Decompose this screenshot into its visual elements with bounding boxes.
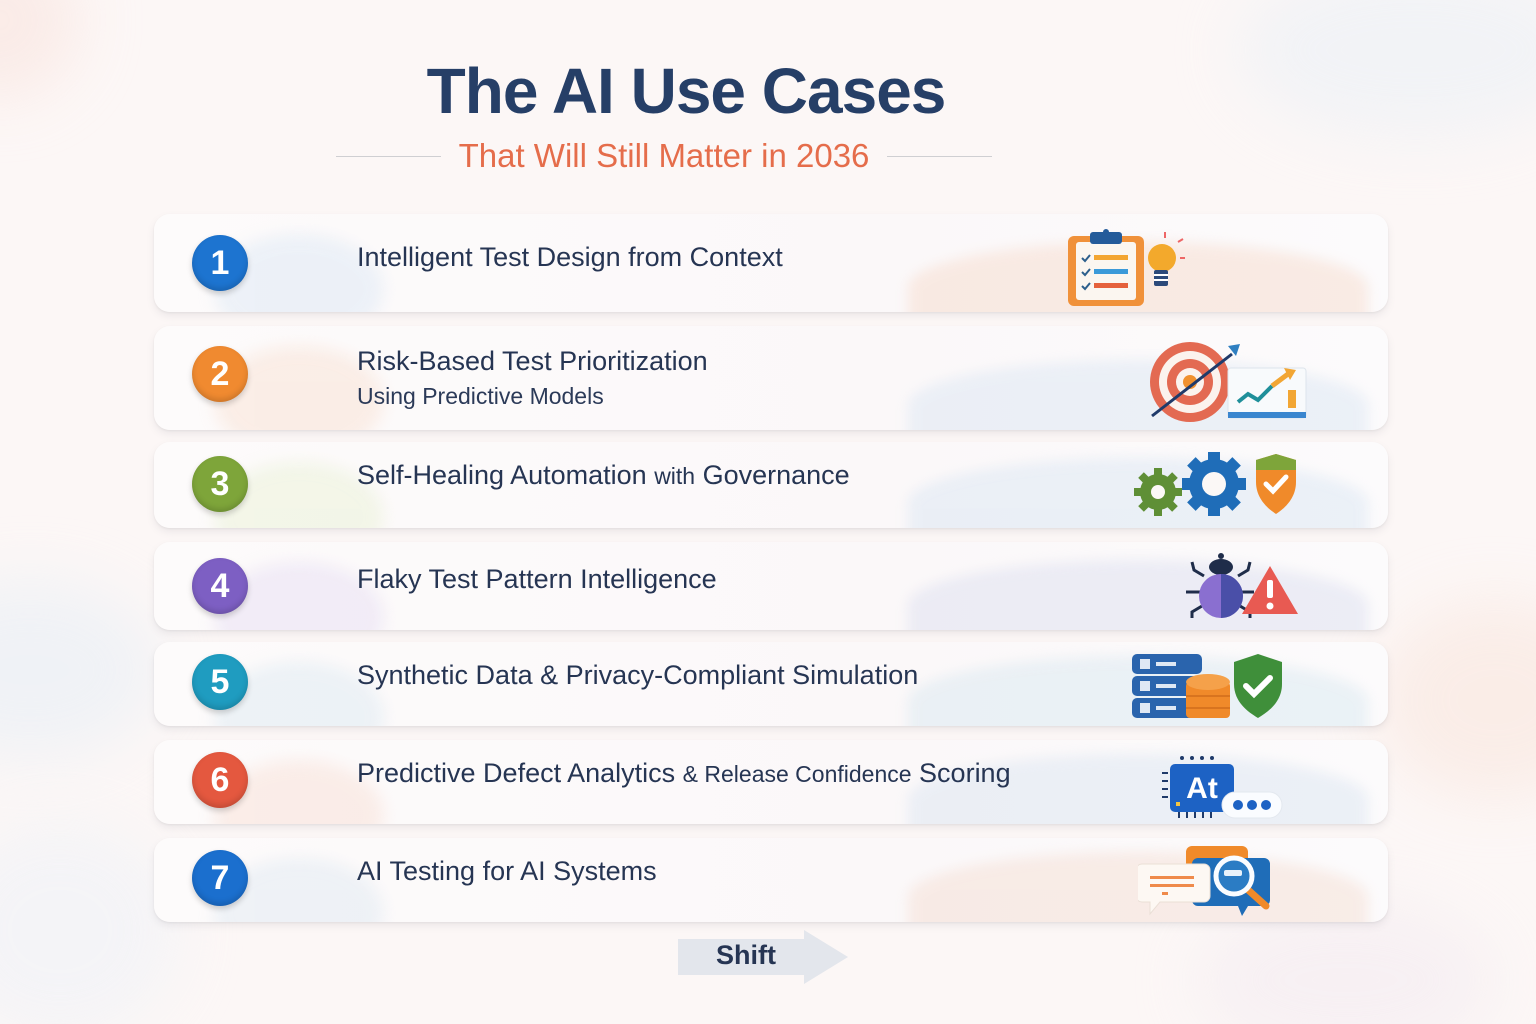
page-title: The AI Use Cases [426,55,947,127]
use-case-card-6: 6 Predictive Defect Analytics & Release … [154,740,1388,824]
use-case-title-connector: & Release Confidence [682,761,912,787]
clipboard-lightbulb-icon [1066,228,1186,312]
number-badge: 6 [192,752,248,808]
use-case-title: Self-Healing Automation with Governance [357,460,850,491]
decorative-wave [908,560,1368,630]
background-blob [1376,600,1536,800]
use-case-title: Predictive Defect Analytics & Release Co… [357,758,1011,789]
use-case-card-3: 3 Self-Healing Automation with Governanc… [154,442,1388,528]
use-case-card-2: 2 Risk-Based Test Prioritization Using P… [154,326,1388,430]
use-case-subtitle: Using Predictive Models [357,383,604,409]
shift-arrow: Shift [678,930,850,984]
bug-warning-icon [1182,552,1302,627]
target-chart-icon [1148,340,1308,429]
divider-right [887,155,992,157]
use-case-title-tail: Governance [702,460,850,490]
svg-text:At: At [1186,772,1218,805]
number-badge: 1 [192,235,248,291]
number-badge: 4 [192,558,248,614]
chat-magnifier-icon [1135,844,1278,922]
use-case-title: AI Testing for AI Systems [357,856,657,886]
number-badge: 7 [192,850,248,906]
page-subtitle: That Will Still Matter in 2036 [458,137,870,174]
use-case-title: Intelligent Test Design from Context [357,242,783,272]
number-badge: 2 [192,346,248,402]
background-blob [0,580,160,760]
gears-shield-icon [1132,452,1302,523]
use-case-title: Flaky Test Pattern Intelligence [357,564,717,594]
number-badge: 3 [192,456,248,512]
arrow-right-icon [804,930,848,984]
use-case-title-tail: Scoring [919,758,1011,788]
ai-chip-chat-icon: At [1160,754,1284,824]
subtitle-row: That Will Still Matter in 2036 [336,136,992,176]
number-badge: 5 [192,654,248,710]
use-case-title-connector: with [654,463,696,489]
background-blob [0,820,180,1024]
use-case-title-main: Self-Healing Automation [357,460,647,490]
decorative-wave [908,754,1368,824]
divider-left [336,155,441,157]
use-case-title: Synthetic Data & Privacy-Compliant Simul… [357,660,919,690]
database-shield-icon [1130,652,1290,725]
use-case-card-5: 5 Synthetic Data & Privacy-Compliant Sim… [154,642,1388,726]
shift-label: Shift [716,940,776,970]
use-case-card-4: 4 Flaky Test Pattern Intelligence [154,542,1388,630]
use-case-card-1: 1 Intelligent Test Design from Context [154,214,1388,312]
use-case-title: Risk-Based Test Prioritization [357,346,708,376]
use-case-title-main: Predictive Defect Analytics [357,758,676,788]
arrow-body [678,939,810,975]
use-case-card-7: 7 AI Testing for AI Systems [154,838,1388,922]
